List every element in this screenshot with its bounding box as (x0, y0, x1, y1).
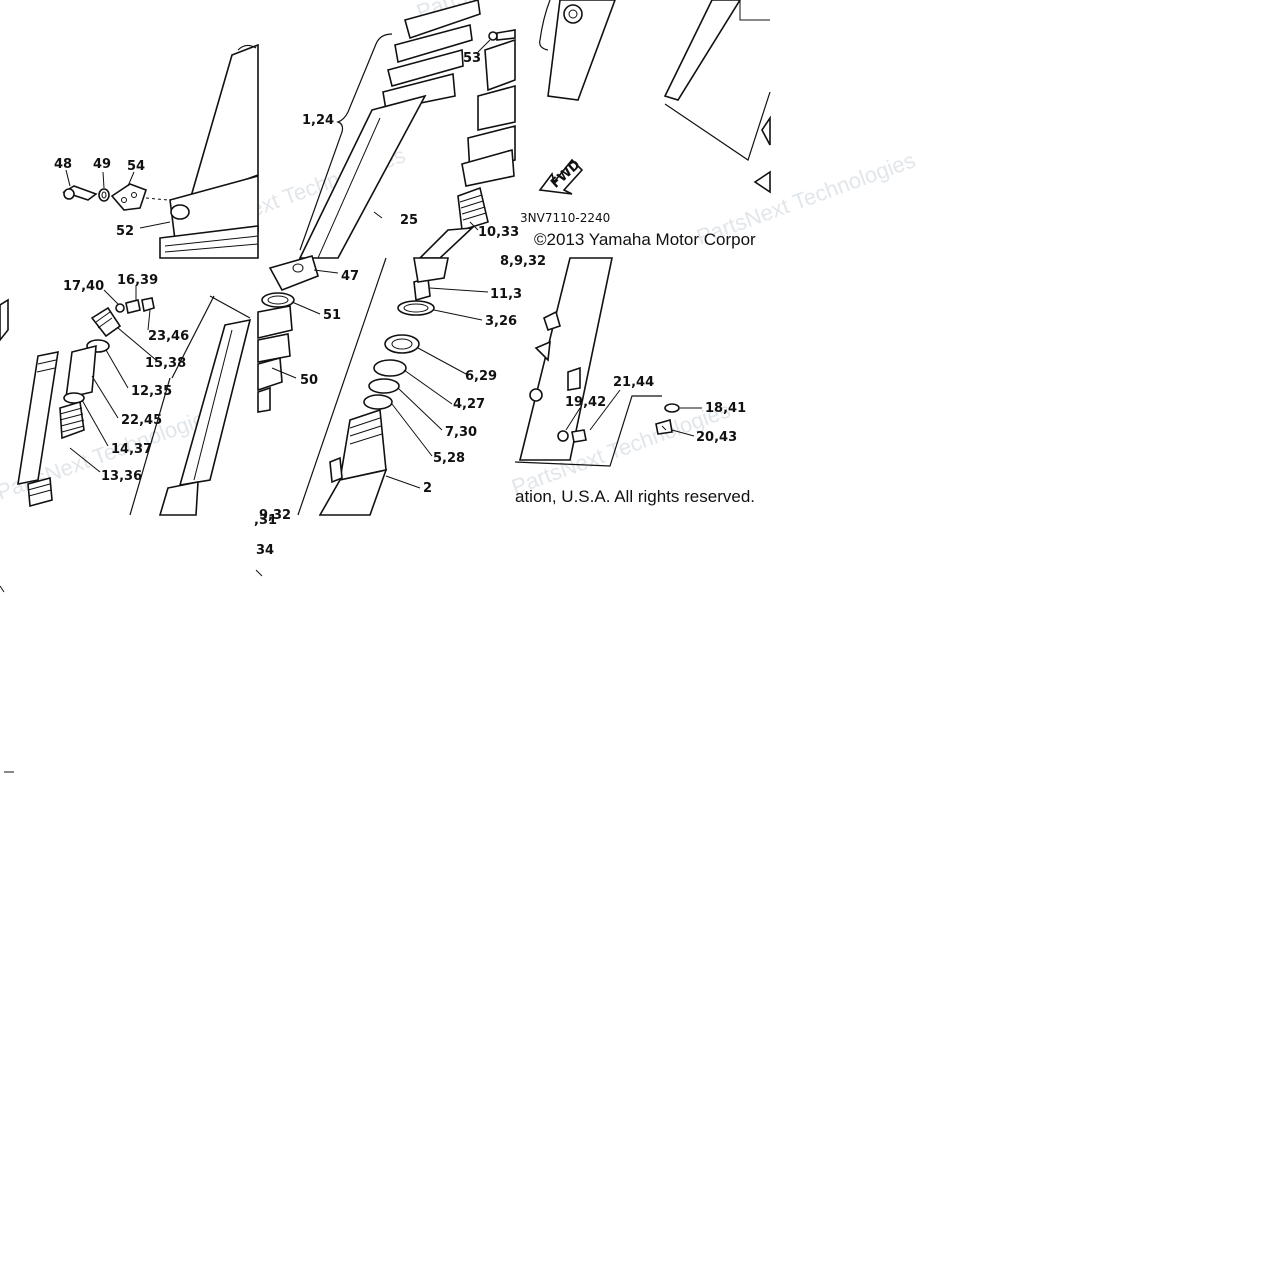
clamp-47 (268, 255, 319, 292)
washer-14-37 (63, 392, 85, 404)
callout-13-36: 13,36 (101, 469, 142, 484)
callout-labels: 48 49 54 52 1,24 25 53 10,33 8,9,32 47 5… (54, 51, 746, 558)
dust-boot-upper (382, 0, 481, 111)
bracket-brace-top-right (539, 0, 551, 51)
callout-31: ,31 (254, 513, 277, 528)
callout-8-9-32: 8,9,32 (500, 254, 546, 269)
callout-22-45: 22,45 (121, 413, 162, 428)
callout-9-32-lower: 9,32 (259, 508, 291, 523)
callout-12-35: 12,35 (131, 384, 172, 399)
callout-48: 48 (54, 157, 72, 172)
inner-tube-left-lower (129, 295, 252, 516)
bushing-7-30 (368, 378, 400, 394)
fwd-arrow: FWD (538, 157, 584, 195)
adjuster-17-40 (115, 297, 155, 314)
washer-4-27 (373, 359, 407, 377)
piston-metal-8-9-32 (413, 257, 449, 283)
callout-54: 54 (127, 159, 145, 174)
callout-49: 49 (93, 157, 111, 172)
callout-7-30: 7,30 (445, 425, 477, 440)
bolt-48 (62, 185, 98, 201)
copyright-notice-tail: ation, U.S.A. All rights reserved. (515, 487, 755, 506)
slide-bushing-5-28 (363, 394, 393, 410)
callout-20-43: 20,43 (696, 430, 737, 445)
callout-21-44: 21,44 (613, 375, 654, 390)
callout-15-38: 15,38 (145, 356, 186, 371)
callout-14-37: 14,37 (111, 442, 152, 457)
drain-bolt-19-42 (557, 429, 587, 443)
callout-4-27: 4,27 (453, 397, 485, 412)
clip-3-26 (397, 300, 435, 316)
bracket-54 (110, 183, 169, 211)
callout-2: 2 (423, 481, 432, 496)
callout-19-42: 19,42 (565, 395, 606, 410)
rebound-spring-10-33 (418, 186, 489, 259)
dust-seal-51 (261, 292, 295, 308)
outer-leg-lower-right (514, 257, 662, 467)
callout-50: 50 (300, 373, 318, 388)
callout-51: 51 (323, 308, 341, 323)
callout-11-3: 11,3 (490, 287, 522, 302)
bracket-brace-1-24 (299, 33, 393, 251)
washer-49 (98, 188, 110, 202)
callout-53: 53 (463, 51, 481, 66)
oil-seal-6-29 (384, 334, 420, 354)
screw-53 (488, 29, 516, 41)
outer-tube-2 (297, 257, 388, 516)
callout-6-29: 6,29 (465, 369, 497, 384)
copyright-notice-head: ©2013 Yamaha Motor Corpor (534, 230, 756, 249)
spacer-22-45 (65, 344, 97, 400)
cap-bolt-15-38 (90, 306, 122, 338)
callout-3-26: 3,26 (485, 314, 517, 329)
callout-47: 47 (341, 269, 359, 284)
damper-rod-left (0, 298, 59, 486)
callout-23-46: 23,46 (148, 329, 189, 344)
leader-lines (65, 39, 702, 489)
fork-spring-13-36 (27, 400, 85, 508)
drawing-code: 3NV7110-2240 (520, 211, 610, 225)
inner-tube-25 (298, 94, 427, 259)
outer-leg-right (547, 0, 771, 194)
callout-25: 25 (400, 213, 418, 228)
screw-20-43 (655, 418, 673, 435)
upper-fork-tube-group (159, 43, 259, 259)
callout-5-28: 5,28 (433, 451, 465, 466)
callout-52: 52 (116, 224, 134, 239)
callout-10-33: 10,33 (478, 225, 519, 240)
damper-rod-boot (461, 38, 516, 187)
callout-18-41: 18,41 (705, 401, 746, 416)
gasket-18-41 (664, 403, 680, 413)
stray-marks (0, 569, 263, 773)
callout-16-39: 16,39 (117, 273, 158, 288)
callout-17-40: 17,40 (63, 279, 104, 294)
callout-1-24: 1,24 (302, 113, 334, 128)
callout-34: 34 (256, 543, 274, 558)
fork-boot-50 (257, 305, 293, 413)
